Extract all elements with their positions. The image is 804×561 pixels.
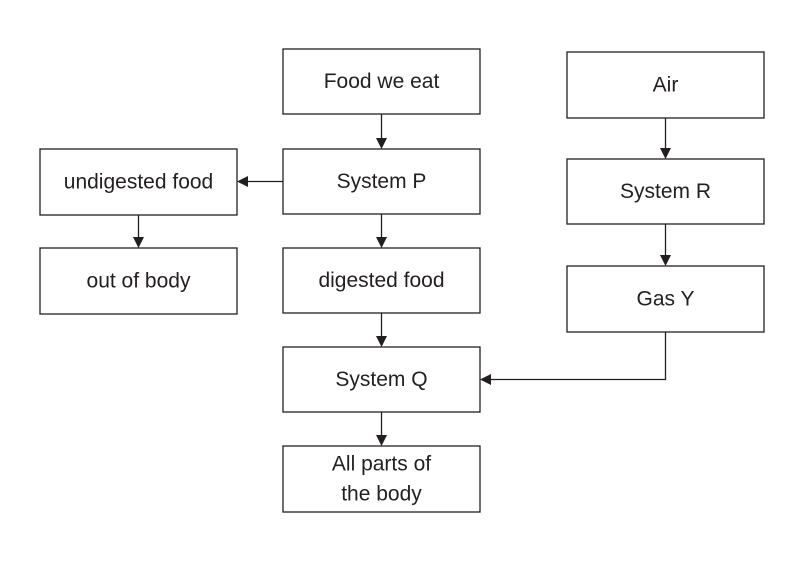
connector-line [491,332,667,381]
arrowhead [376,138,387,149]
node-system-q: System Q [282,346,481,413]
node-label: undigested food [64,171,213,194]
arrow-undigested-to-out-of-body [133,215,144,248]
node-system-r: System R [566,158,765,225]
arrow-system-q-to-all-parts [376,412,387,446]
arrow-system-p-to-digested [376,214,387,248]
node-label: Gas Y [637,288,695,311]
connectors [133,114,671,446]
node-box [39,247,238,315]
node-digested: digested food [282,247,481,314]
node-box [282,445,481,513]
node-air: Air [566,51,765,119]
arrowhead [660,255,671,266]
node-label: out of body [87,270,191,293]
node-system-p: System P [282,148,481,215]
node-label: Air [653,74,679,97]
node-label: All parts of [332,453,431,476]
node-box [566,158,765,225]
arrowhead [237,176,248,187]
node-label: digested food [318,269,444,292]
node-box [39,148,238,216]
arrowhead [376,237,387,248]
arrowhead [660,148,671,159]
arrow-air-to-system-r [660,118,671,159]
arrow-system-r-to-gas-y [660,224,671,266]
node-label: Food we eat [324,70,440,93]
arrowhead [376,336,387,347]
node-box [566,265,765,333]
node-gas-y: Gas Y [566,265,765,333]
arrow-digested-to-system-q [376,313,387,347]
arrow-gas-y-to-system-q [480,332,667,385]
node-all-parts: All parts of the body [282,445,481,513]
node-undigested: undigested food [39,148,238,216]
node-box [282,148,481,215]
node-label: System R [620,180,711,203]
node-box [566,51,765,119]
node-box [282,346,481,413]
node-label: System Q [335,368,427,391]
arrowhead [376,435,387,446]
node-out-of-body: out of body [39,247,238,315]
arrow-food-to-system-p [376,114,387,149]
arrowhead [480,374,491,385]
node-box [282,48,481,115]
node-box [282,247,481,314]
arrow-system-p-to-undigested [237,176,283,187]
node-food: Food we eat [282,48,481,115]
node-label: System P [337,170,427,193]
arrowhead [133,237,144,248]
node-label: the body [341,483,422,506]
